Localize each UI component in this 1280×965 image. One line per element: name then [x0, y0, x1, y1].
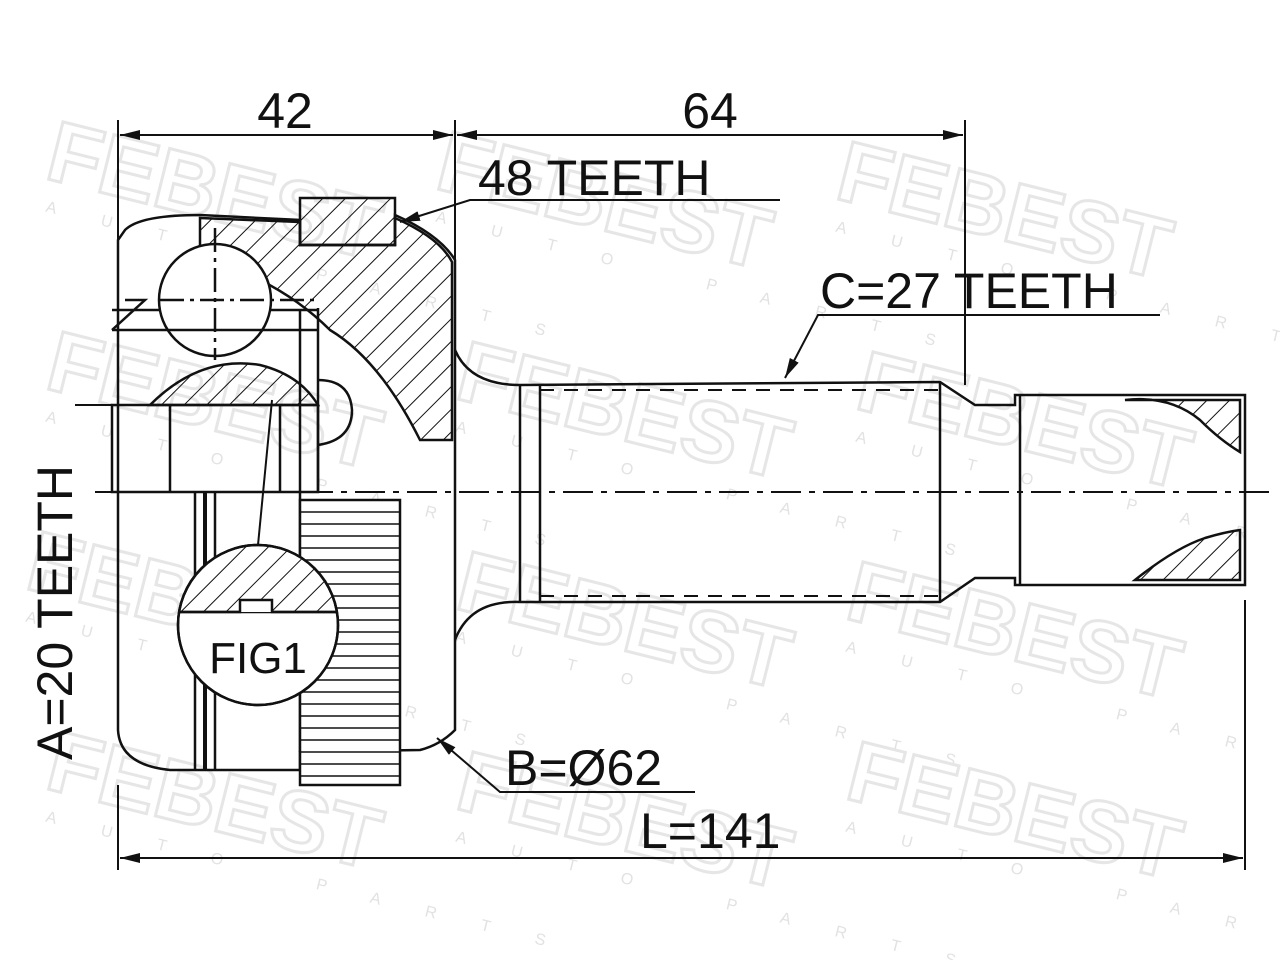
label-outer-spline: 48 TEETH: [478, 150, 711, 206]
outer-cup-outline: [116, 213, 457, 772]
dimension-labels: 42 64 48 TEETH C=27 TEETH A=20 TEETH FIG…: [27, 83, 1118, 859]
cv-joint-drawing: [95, 196, 1270, 787]
thread-end-hatch: [1124, 397, 1242, 455]
label-fig1: FIG1: [209, 634, 307, 683]
dimension-lines: [75, 120, 1246, 870]
inner-race-hatch: [146, 362, 321, 407]
label-total-length: L=141: [640, 803, 780, 859]
shaft-outline: [453, 349, 1247, 641]
label-seal-diameter: B=Ø62: [505, 740, 662, 796]
label-shaft-spline: C=27 TEETH: [820, 263, 1118, 319]
dim-cup-length: 42: [257, 83, 313, 139]
dim-shaft-length: 64: [682, 83, 738, 139]
outer-spline-block: [298, 196, 397, 247]
label-inner-spline: A=20 TEETH: [27, 465, 83, 760]
